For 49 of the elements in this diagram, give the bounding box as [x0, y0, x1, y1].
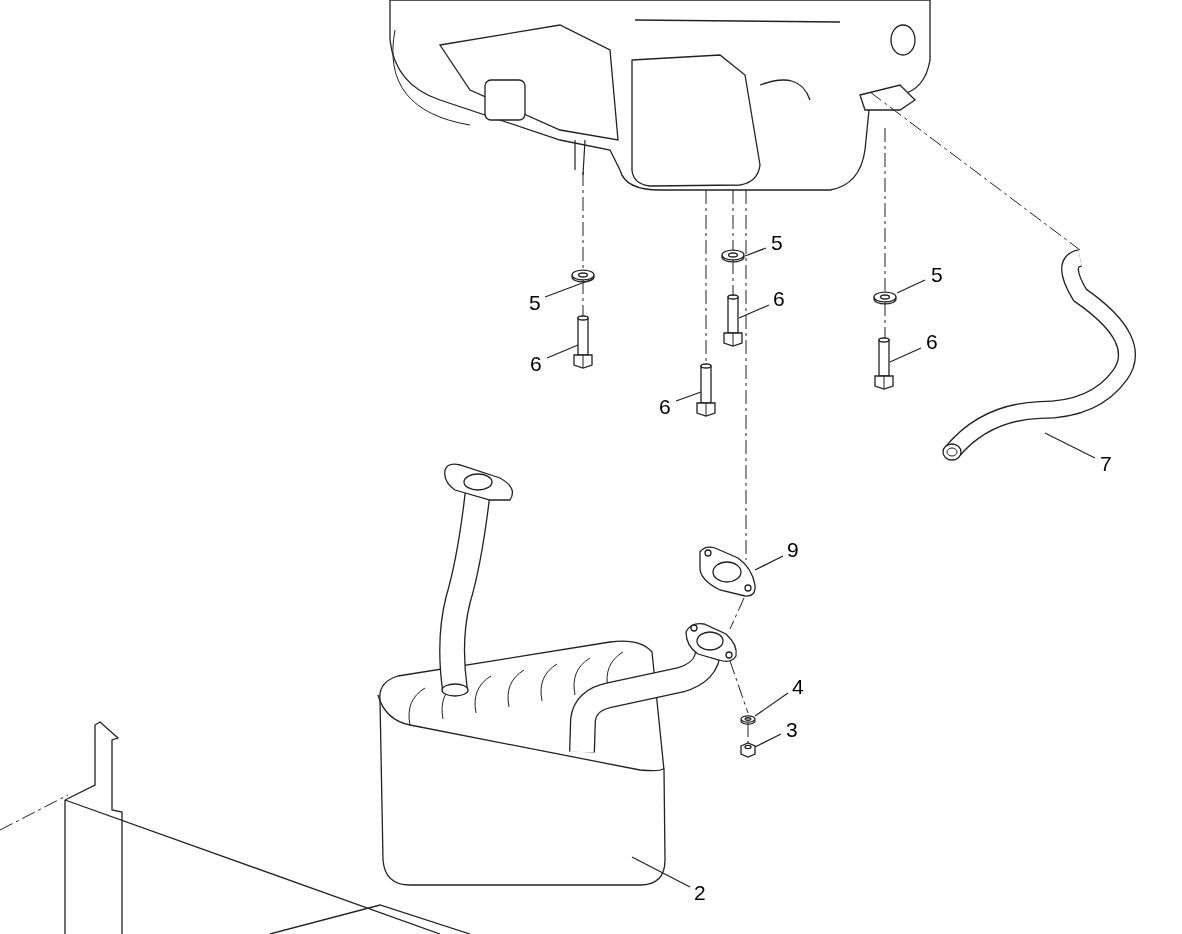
callout-number: 6: [659, 396, 671, 418]
center-line: [0, 794, 69, 831]
leader-line: [544, 278, 594, 298]
leader-line: [896, 279, 926, 294]
lock-washer-drawing: [740, 715, 756, 725]
callout-number: 4: [792, 676, 804, 698]
center-line: [732, 259, 734, 297]
center-line: [729, 660, 749, 714]
leader-line: [754, 555, 784, 571]
callout-number: 5: [931, 264, 943, 286]
leader-line: [754, 692, 789, 717]
washer-drawing: [873, 291, 897, 305]
bolt-drawing: [874, 337, 894, 390]
callout-number: 3: [786, 719, 798, 741]
callout-number: 6: [926, 331, 938, 353]
center-line: [747, 722, 749, 744]
leader-line: [1044, 432, 1096, 459]
center-line: [745, 189, 747, 561]
nut-drawing: [740, 742, 756, 758]
leader-line: [546, 344, 579, 359]
washer-drawing: [721, 249, 745, 263]
center-line: [869, 91, 1081, 251]
callout-number: 5: [529, 292, 541, 314]
center-line: [582, 171, 584, 271]
bolt-drawing: [723, 294, 743, 347]
callout-number: 6: [530, 353, 542, 375]
callout-number: 6: [773, 288, 785, 310]
callout-number: 9: [787, 539, 799, 561]
center-line: [729, 597, 745, 630]
gasket-drawing: [699, 546, 756, 597]
callout-number: 7: [1100, 453, 1112, 475]
callout-number: 5: [771, 232, 783, 254]
engine-drawing: [389, 0, 931, 191]
leader-line: [754, 733, 782, 748]
center-line: [582, 279, 584, 317]
center-line: [884, 127, 886, 292]
washer-drawing: [571, 269, 595, 283]
frame-drawing: [64, 721, 471, 934]
center-line: [732, 189, 734, 251]
callout-number: 2: [694, 882, 706, 904]
leader-line: [631, 856, 691, 888]
leader-line: [889, 347, 922, 363]
bolt-drawing: [573, 315, 593, 369]
leader-line: [738, 304, 770, 319]
leader-line: [675, 391, 702, 402]
bolt-drawing: [696, 363, 716, 417]
center-line: [884, 301, 886, 339]
muffler-drawing: [377, 463, 737, 886]
leader-line: [744, 247, 767, 257]
